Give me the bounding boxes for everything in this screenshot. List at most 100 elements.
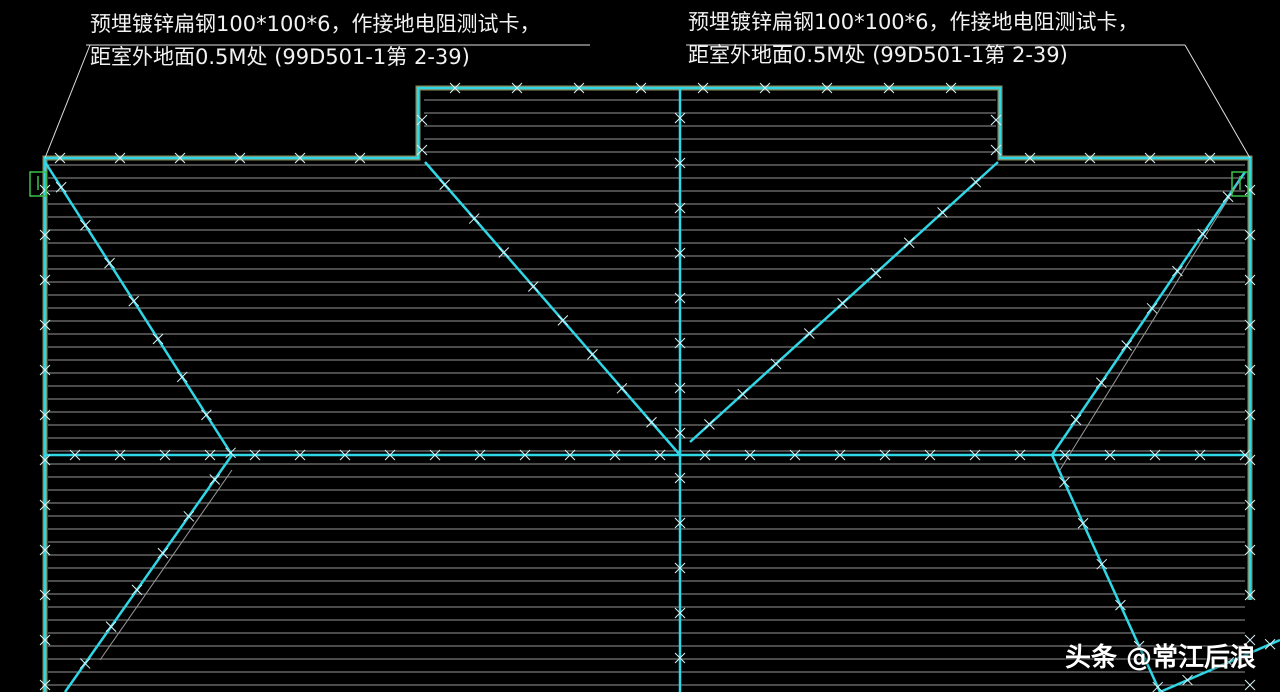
support-clip-mark	[209, 474, 221, 485]
lightning-conductor	[63, 454, 234, 692]
support-clip-mark	[1059, 476, 1070, 488]
support-clip-mark	[674, 427, 686, 439]
support-clip-mark	[152, 333, 164, 345]
support-clip-mark	[339, 449, 351, 461]
support-clip-mark	[174, 152, 186, 164]
support-clip-mark	[1244, 319, 1256, 331]
support-clip-mark	[870, 267, 882, 279]
support-clip-mark	[1244, 184, 1256, 196]
support-clip-mark	[1194, 449, 1206, 461]
support-clip-mark	[609, 449, 621, 461]
annotation-right-line2: 距室外地面0.5M处 (99D501-1第 2-39)	[688, 43, 1068, 67]
support-clip-mark	[54, 152, 66, 164]
support-clip-mark	[697, 82, 709, 94]
support-clip-mark	[39, 679, 51, 691]
down-conductor-thin	[99, 469, 233, 661]
support-clip-mark	[1070, 414, 1082, 426]
support-clip-mark	[128, 295, 140, 307]
support-clip-mark	[654, 449, 666, 461]
support-clip-mark	[39, 274, 51, 286]
support-clip-mark	[294, 152, 306, 164]
support-clip-mark	[1014, 449, 1026, 461]
lightning-conductor	[1050, 454, 1162, 692]
support-clip-mark	[1024, 152, 1036, 164]
support-clip-mark	[249, 449, 261, 461]
support-clip-mark	[1244, 229, 1256, 241]
support-clip-mark	[1244, 409, 1256, 421]
support-clip-mark	[416, 144, 428, 156]
support-clip-mark	[39, 454, 51, 466]
support-clip-mark	[176, 371, 188, 383]
support-clip-mark	[39, 319, 51, 331]
support-clip-mark	[474, 449, 486, 461]
support-clip-mark	[803, 328, 815, 339]
support-clip-mark	[737, 388, 749, 400]
support-clip-mark	[674, 652, 686, 664]
support-clip-mark	[1204, 152, 1216, 164]
support-clip-mark	[674, 517, 686, 529]
support-clip-mark	[55, 181, 67, 193]
support-clip-mark	[1244, 589, 1256, 601]
support-clip-mark	[527, 281, 539, 292]
support-clip-mark	[1172, 265, 1183, 277]
support-clip-mark	[1115, 599, 1126, 611]
support-clip-mark	[635, 82, 647, 94]
support-clip-mark	[770, 358, 782, 370]
support-clip-mark	[674, 247, 686, 259]
support-clip-mark	[1059, 449, 1071, 461]
support-clip-mark	[970, 176, 982, 188]
support-clip-mark	[587, 349, 598, 360]
support-clip-mark	[990, 114, 1002, 126]
lightning-conductor	[1159, 638, 1280, 692]
support-clip-mark	[39, 184, 51, 196]
support-clip-mark	[225, 447, 236, 459]
lightning-conductor	[1050, 171, 1247, 456]
support-clip-mark	[1244, 499, 1256, 511]
support-clip-mark	[674, 472, 686, 484]
support-clip-mark	[674, 607, 686, 619]
leader-line	[44, 44, 91, 159]
support-clip-mark	[704, 418, 715, 430]
support-clip-mark	[131, 584, 143, 596]
support-clip-mark	[429, 449, 441, 461]
support-clip-mark	[1264, 638, 1276, 650]
support-clip-mark	[1121, 340, 1133, 351]
support-clip-mark	[1244, 679, 1256, 691]
support-clip-mark	[969, 449, 981, 461]
support-clip-mark	[39, 229, 51, 241]
support-clip-mark	[159, 449, 171, 461]
support-clip-mark	[674, 562, 686, 574]
support-clip-mark	[157, 547, 169, 559]
support-clip-mark	[39, 634, 51, 646]
support-clip-mark	[1223, 656, 1235, 668]
support-clip-mark	[674, 202, 686, 214]
support-clip-mark	[1244, 634, 1256, 646]
down-conductor-thin	[1059, 179, 1241, 471]
support-clip-mark	[439, 179, 451, 190]
lightning-belt-outline	[43, 86, 1252, 692]
support-clip-mark	[821, 82, 833, 94]
support-clip-mark	[384, 449, 396, 461]
support-clip-mark	[69, 449, 81, 461]
support-clip-mark	[79, 219, 91, 231]
annotation-left-line2: 距室外地面0.5M处 (99D501-1第 2-39)	[90, 45, 470, 69]
support-clip-mark	[883, 82, 895, 94]
support-clip-mark	[616, 382, 628, 394]
roof-parapet	[42, 85, 1253, 692]
support-clip-mark	[879, 449, 891, 461]
support-clip-mark	[1104, 449, 1116, 461]
support-clip-mark	[1095, 377, 1107, 389]
support-clip-mark	[937, 207, 948, 218]
support-clip-mark	[837, 297, 848, 309]
support-clip-mark	[39, 544, 51, 556]
support-clip-mark	[557, 315, 569, 326]
support-clip-mark	[1152, 681, 1164, 692]
support-clip-mark	[924, 449, 936, 461]
support-clip-mark	[1244, 454, 1256, 466]
support-clip-mark	[674, 112, 686, 124]
watermark: 头条 @常江后浪	[1064, 643, 1256, 673]
support-clip-mark	[573, 82, 585, 94]
support-clip-mark	[903, 237, 915, 249]
